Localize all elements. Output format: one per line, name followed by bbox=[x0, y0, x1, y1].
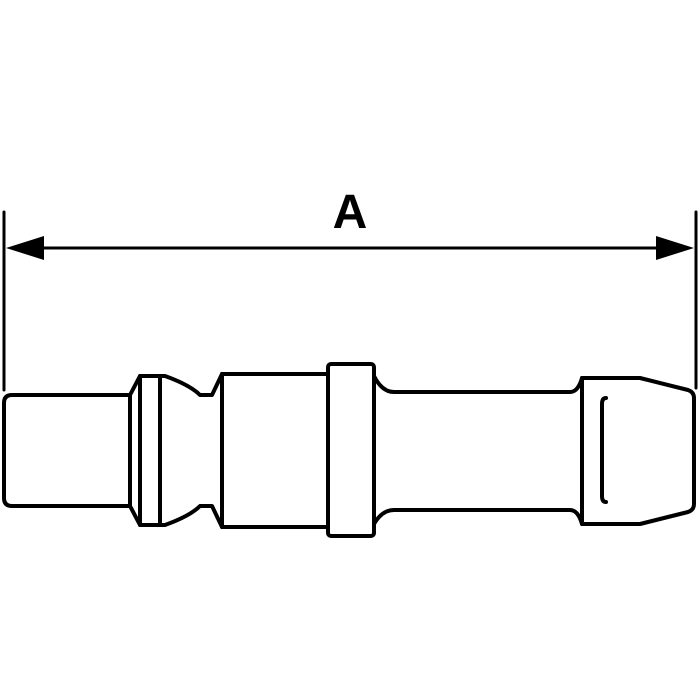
plug-nose bbox=[2, 393, 132, 508]
arrow-left-icon bbox=[6, 236, 44, 260]
coupling-plug bbox=[2, 362, 696, 538]
dimension-a: A bbox=[2, 186, 698, 392]
barb-tip bbox=[580, 376, 696, 526]
hex-ring bbox=[326, 362, 376, 538]
hose-tail bbox=[372, 374, 584, 394]
main-body bbox=[220, 372, 330, 529]
dimension-label: A bbox=[333, 186, 368, 239]
barb-inner-edge bbox=[600, 396, 608, 504]
locking-collar bbox=[128, 372, 224, 397]
locking-collar-bottom bbox=[128, 504, 224, 529]
hose-tail-bottom bbox=[372, 508, 584, 526]
arrow-right-icon bbox=[656, 236, 694, 260]
